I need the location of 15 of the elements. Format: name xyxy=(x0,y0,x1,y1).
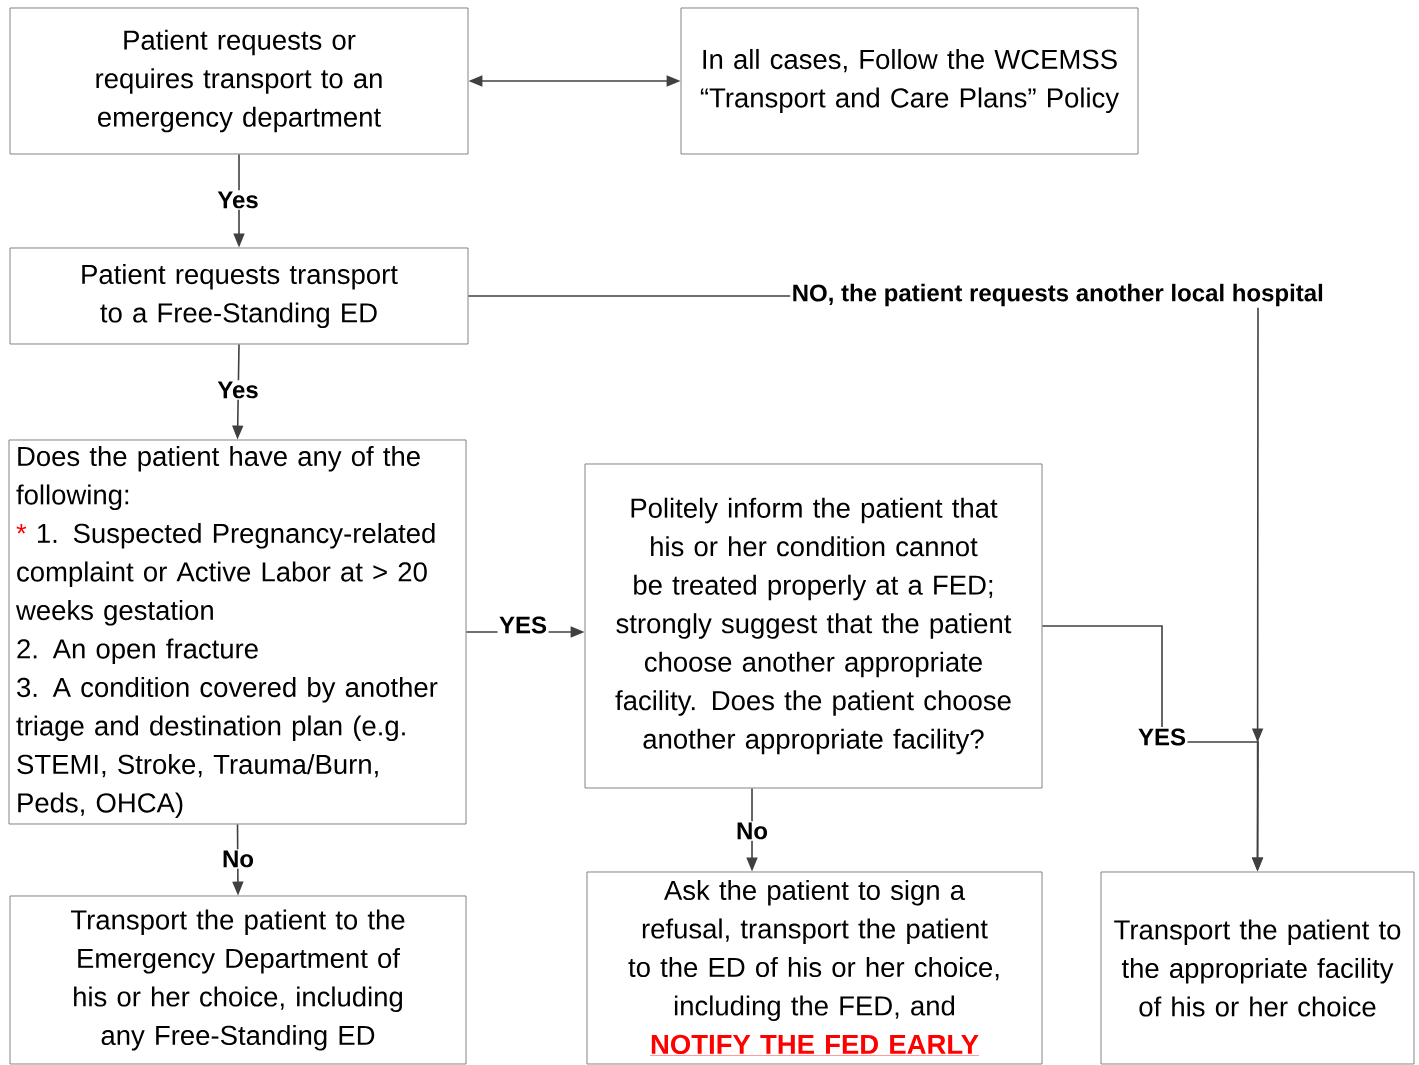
edge-label: No xyxy=(734,821,770,841)
edge-label: YES xyxy=(497,615,549,635)
process-box: Ask the patient to sign a refusal, transport the patient to the ED of his or her choice, including the FED, and NOTIFY THE FED EARLY xyxy=(586,871,1043,1065)
process-box: In all cases, Follow the WCEMSS “Transport and Care Plans” Policy xyxy=(680,7,1139,155)
edge-label: YES xyxy=(1136,727,1188,747)
process-box: Transport the patient to the appropriate facility of his or her choice xyxy=(1100,871,1415,1065)
process-box: Transport the patient to the Emergency Department of his or her choice, including any Free-Standing ED xyxy=(9,895,467,1065)
question-box: Does the patient have any of the following: * 1. Suspected Pregnancy-related complaint or Active Labor at > 20 weeks gestation 2. An open fracture 3. A condition covered by another triage and destination plan (e.g. STEMI, Stroke, Trauma/Burn, Peds, OHCA) xyxy=(8,439,467,825)
edge-label: No xyxy=(220,849,256,869)
process-box: Patient requests transport to a Free-Standing ED xyxy=(9,247,469,345)
edge-label: NO, the patient requests another local hospital xyxy=(790,282,1326,308)
edge-label: Yes xyxy=(215,380,261,400)
edge-label: Yes xyxy=(215,190,261,210)
process-box: Patient requests or requires transport to an emergency department xyxy=(9,7,469,155)
process-box: Politely inform the patient that his or her condition cannot be treated properly at a FED; strongly suggest that the patient choose another appropriate facility. Does the patient choose another appropriate facility? xyxy=(584,463,1043,789)
